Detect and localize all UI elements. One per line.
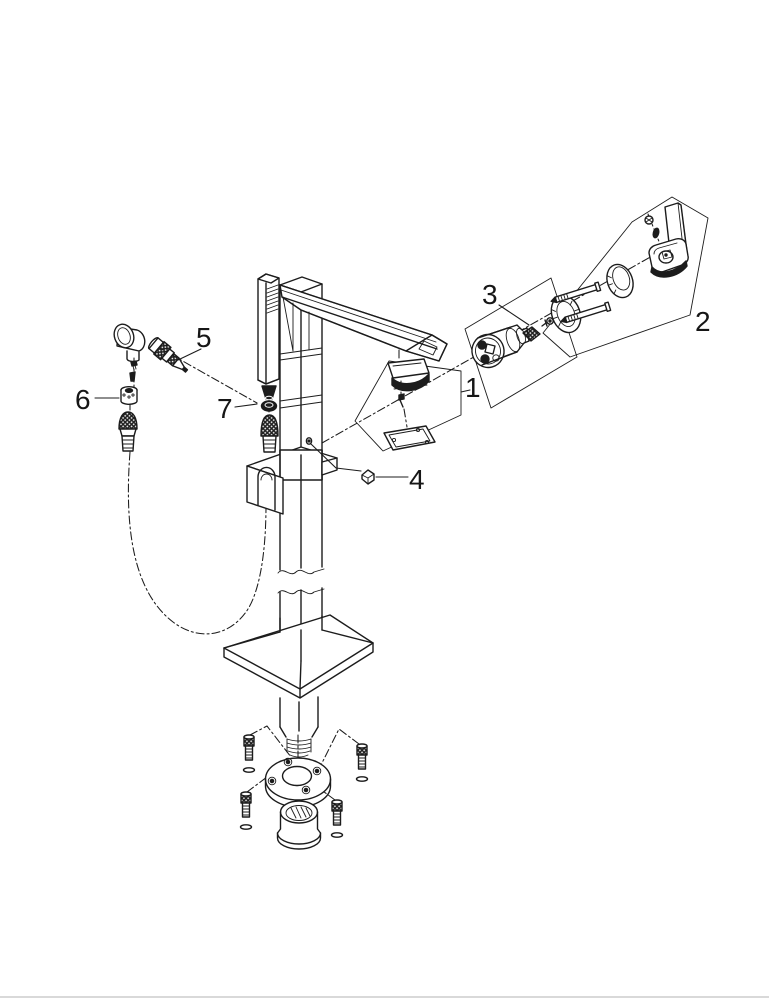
- cartridge-kit-group: [471, 281, 612, 369]
- mousseur-body: [387, 358, 430, 379]
- callout-1-label: 1: [465, 372, 481, 403]
- floor-mounting-group: [239, 696, 369, 850]
- leader-5: [177, 348, 202, 361]
- leader-7: [234, 403, 258, 408]
- callout-6-label: 6: [75, 384, 91, 415]
- break-line-upper: [277, 568, 325, 575]
- callout-5-label: 5: [196, 322, 212, 353]
- callout-2-label: 2: [695, 306, 711, 337]
- bracket-front-face: [246, 465, 284, 515]
- mousseur-screw: [398, 393, 405, 401]
- anchor-screw-tr: [355, 743, 369, 782]
- kit-box-1: [354, 360, 462, 452]
- leader-3: [498, 304, 530, 326]
- base-pyramid: [223, 614, 374, 699]
- mousseur-clip: [391, 373, 430, 392]
- elbow-pin-a: [130, 360, 138, 367]
- hand-shower: [257, 273, 280, 453]
- plug-screw-cube: [361, 469, 375, 485]
- callout-4-label: 4: [409, 464, 425, 495]
- cover-plate: [383, 425, 436, 451]
- anchor-screw-br: [330, 799, 344, 838]
- column-joint-upper: [279, 347, 323, 361]
- spout-end-face: [405, 334, 448, 362]
- fixing-screw-b: [560, 301, 612, 324]
- anchor-screw-tl: [242, 734, 256, 773]
- mousseur-kit-group: [383, 358, 436, 451]
- shower-wand: [257, 273, 280, 385]
- bracket-right-return: [321, 457, 338, 476]
- plug-screw-leader-line: [310, 443, 362, 472]
- spout-arm: [279, 284, 448, 362]
- callouts: 1 2 3 4 5 6 7: [75, 279, 711, 495]
- kit-box-3: [464, 277, 578, 409]
- cartridge-stem: [484, 343, 496, 355]
- anchor-screws: [239, 734, 369, 838]
- pyramid-top: [223, 614, 374, 690]
- handle-base-shadow: [650, 260, 688, 278]
- non-return-valve: [147, 336, 189, 373]
- shower-bracket: [246, 446, 338, 515]
- leader-1: [460, 389, 471, 393]
- kit-boxes: [354, 196, 709, 452]
- kit-box-2: [542, 196, 709, 358]
- handle-o-ring: [606, 263, 634, 299]
- pyramid-rim: [223, 642, 374, 699]
- cartridge-adapter: [522, 326, 541, 342]
- supply-group: [113, 323, 189, 452]
- page-bottom-rule: [0, 996, 769, 998]
- main-column: [277, 276, 325, 661]
- plug-screw-group: [310, 443, 375, 485]
- hose-nut-left: [118, 411, 138, 430]
- callout-3-label: 3: [482, 279, 498, 310]
- callout-7-label: 7: [217, 393, 233, 424]
- handle-pin: [652, 227, 660, 239]
- flange-screw-holes: [267, 757, 322, 795]
- handle-kit-group: [606, 202, 689, 299]
- break-line-lower: [277, 588, 325, 595]
- bracket-hook-slot: [257, 466, 276, 511]
- screw-leader-bl: [246, 776, 275, 793]
- spray-face-hatch: [266, 284, 279, 314]
- set-screw-hole: [305, 437, 313, 445]
- screw-leader-tl: [249, 725, 292, 758]
- column-thread: [286, 738, 312, 758]
- spout-outlet-slot: [418, 340, 438, 356]
- column-joint-mid: [279, 394, 323, 409]
- screw-leader-tr: [319, 728, 360, 768]
- wand-cone: [261, 385, 277, 400]
- center-axes: [127, 213, 669, 808]
- socket-adapter: [276, 800, 322, 850]
- shower-hose: [127, 451, 267, 635]
- fixing-screw-a: [550, 281, 602, 304]
- hose-nut-right: [260, 414, 279, 437]
- column-lower: [279, 696, 319, 732]
- anchor-screw-bl: [239, 791, 253, 830]
- elbow-pin-b: [129, 371, 136, 382]
